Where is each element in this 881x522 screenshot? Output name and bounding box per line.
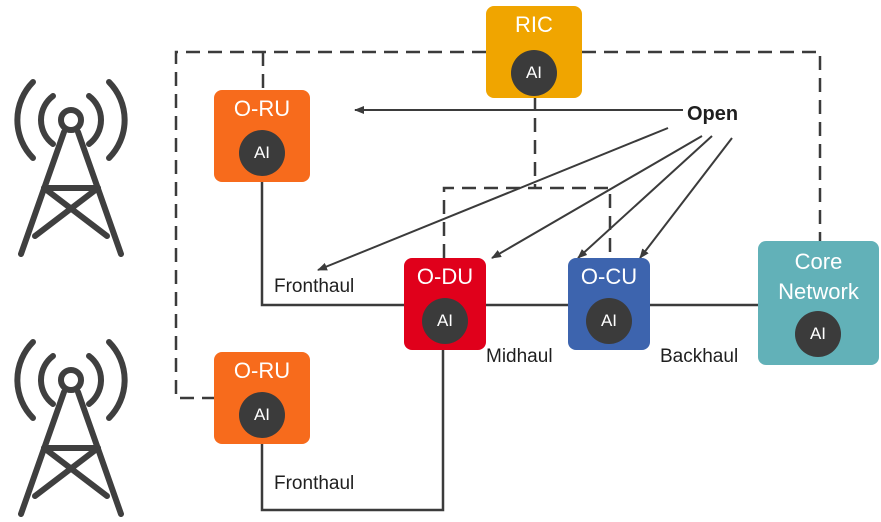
transport-links: [260, 182, 758, 512]
oru-top-ai-badge: AI: [239, 130, 285, 176]
midhaul-label: Midhaul: [486, 346, 553, 367]
core-ai-badge: AI: [795, 311, 841, 357]
oru-bottom-ai-badge: AI: [239, 392, 285, 438]
ric-ai-badge: AI: [511, 50, 557, 96]
ric-title: RIC: [515, 12, 553, 37]
open-label: Open: [687, 103, 739, 125]
oru-top-node[interactable]: O-RU AI: [214, 90, 310, 182]
core-title-line2: Network: [778, 279, 859, 304]
core-title-line1: Core: [794, 249, 843, 274]
ric-control-dashed-lines: [174, 50, 822, 400]
core-network-node[interactable]: Core Network AI: [758, 241, 879, 365]
ric-node[interactable]: RIC AI: [486, 6, 582, 98]
open-arrows: [317, 106, 733, 271]
radio-tower-icon: [14, 79, 128, 257]
oru-top-title: O-RU: [233, 96, 291, 121]
radio-tower-icon: [14, 339, 128, 517]
fronthaul-top-label: Fronthaul: [274, 276, 355, 297]
oru-bottom-node[interactable]: O-RU AI: [214, 352, 310, 444]
backhaul-label: Backhaul: [660, 346, 739, 367]
oru-bottom-title: O-RU: [233, 358, 291, 383]
ocu-ai-badge: AI: [586, 298, 632, 344]
ocu-node[interactable]: O-CU AI: [568, 258, 650, 350]
odu-title: O-DU: [416, 264, 474, 289]
ocu-title: O-CU: [580, 264, 638, 289]
fronthaul-bottom-label: Fronthaul: [274, 473, 355, 494]
odu-ai-badge: AI: [422, 298, 468, 344]
odu-node[interactable]: O-DU AI: [404, 258, 486, 350]
